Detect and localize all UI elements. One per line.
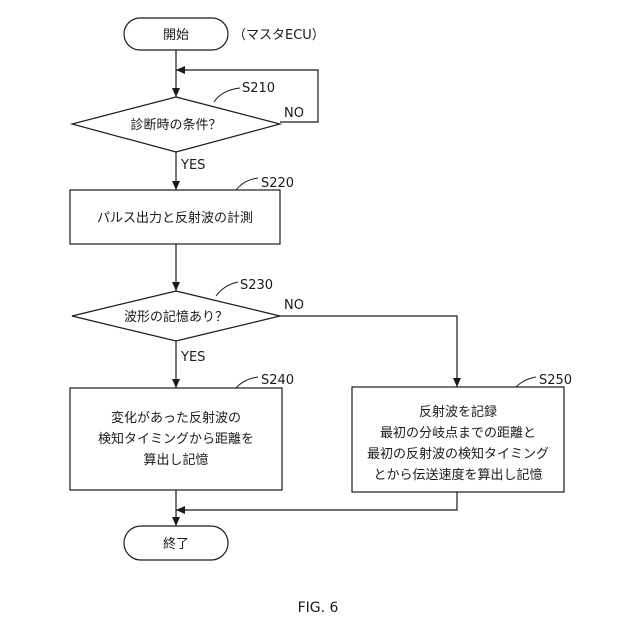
arrow-into-s250 <box>453 378 461 387</box>
s220-step-id: S220 <box>261 176 294 191</box>
master-ecu-note: （マスタECU） <box>233 28 325 43</box>
s230-label: 波形の記憶あり？ <box>124 309 228 325</box>
start-label: 開始 <box>163 28 189 43</box>
connector-s230-no-to-s250 <box>280 316 457 387</box>
end-node: 終了 <box>124 526 228 560</box>
s250-line-4: とから伝送速度を算出し記憶 <box>373 467 542 483</box>
s240-process: 変化があった反射波の 検知タイミングから距離を 算出し記憶 <box>70 388 282 490</box>
s230-decision: 波形の記憶あり？ <box>72 291 280 341</box>
s240-line-2: 検知タイミングから距離を <box>98 431 254 447</box>
s230-leader <box>216 282 238 296</box>
arrow-loop-back <box>176 66 185 74</box>
s220-leader <box>236 178 258 190</box>
connector-s250-to-merge <box>176 492 457 510</box>
s230-step-id: S230 <box>240 278 273 293</box>
arrow-into-s210 <box>172 88 180 97</box>
s240-line-3: 算出し記憶 <box>143 452 208 468</box>
s250-line-3: 最初の反射波の検知タイミング <box>367 446 549 462</box>
start-node: 開始 <box>124 18 228 50</box>
arrow-into-s240 <box>172 379 180 388</box>
s250-process: 反射波を記録 最初の分岐点までの距離と 最初の反射波の検知タイミング とから伝送… <box>352 387 564 492</box>
s210-yes-label: YES <box>180 158 205 173</box>
s250-line-2: 最初の分岐点までの距離と <box>380 426 536 441</box>
s240-line-1: 変化があった反射波の <box>111 410 241 426</box>
s210-decision: 診断時の条件？ <box>72 97 280 152</box>
s220-label: パルス出力と反射波の計測 <box>97 210 253 226</box>
arrow-merge <box>176 506 185 514</box>
s230-no-label: NO <box>284 298 304 313</box>
s250-step-id: S250 <box>539 373 572 388</box>
s230-yes-label: YES <box>180 350 205 365</box>
s220-process: パルス出力と反射波の計測 <box>70 190 280 244</box>
s250-leader <box>516 377 536 387</box>
s210-no-label: NO <box>284 106 304 121</box>
arrow-into-s220 <box>172 181 180 190</box>
s210-step-id: S210 <box>242 81 275 96</box>
arrow-into-s230 <box>172 282 180 291</box>
s210-label: 診断時の条件？ <box>130 117 221 133</box>
arrow-into-end <box>172 517 180 526</box>
s210-leader <box>214 88 240 102</box>
s240-leader <box>236 377 258 388</box>
s250-line-1: 反射波を記録 <box>419 404 497 420</box>
end-label: 終了 <box>163 536 189 552</box>
figure-caption: FIG. 6 <box>298 600 339 616</box>
s240-step-id: S240 <box>261 373 294 388</box>
